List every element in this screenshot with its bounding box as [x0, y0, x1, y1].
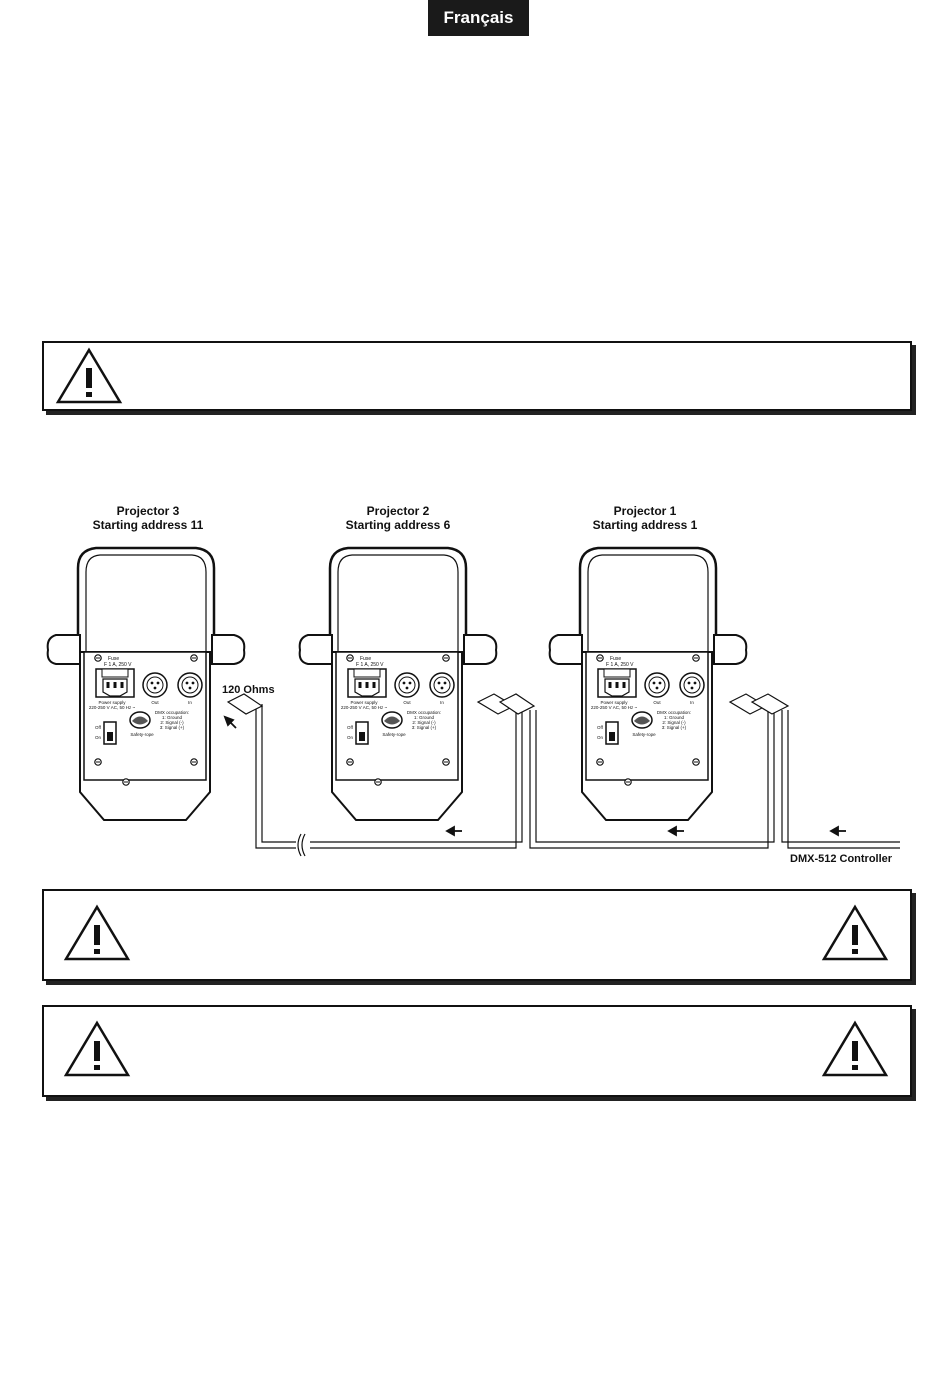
fuse-rating: F 1 A, 250 V: [104, 662, 132, 668]
dmx-pin-3: 3: Signal (+): [412, 725, 437, 730]
switch-off-label: Off: [95, 725, 102, 730]
warning-icon-left: [63, 1020, 131, 1077]
fuse-rating: F 1 A, 250 V: [606, 662, 634, 668]
power-supply-label: Power supply: [350, 700, 378, 705]
tilt-knob-left: [298, 634, 333, 665]
switch-on-label: On: [597, 735, 604, 740]
xlr-in-label: In: [188, 700, 192, 705]
dmx-pin-2: 2: Signal (-): [662, 720, 686, 725]
fuse-holder: [101, 668, 129, 678]
language-tab: Français: [428, 0, 529, 36]
warning-icon-left: [63, 904, 131, 961]
warning-box-top: [42, 341, 912, 411]
xlr-in-label: In: [690, 700, 694, 705]
dmx-pin-2: 2: Signal (-): [160, 720, 184, 725]
warning-icon: [55, 347, 123, 404]
dmx-occupation-title: DMX occupation:: [657, 710, 691, 715]
warning-icon-right: [821, 904, 889, 961]
yoke-bracket: [578, 546, 718, 652]
tilt-knob-right: [713, 634, 748, 665]
warning-box-middle: [42, 889, 912, 981]
controller-label: DMX-512 Controller: [790, 853, 893, 865]
power-rating-label: 220-250 V AC, 50 Hz ~: [89, 705, 136, 710]
dmx-pin-2: 2: Signal (-): [412, 720, 436, 725]
xlr-out-label: Out: [403, 700, 411, 705]
xlr-out-label: Out: [151, 700, 159, 705]
safety-rope-label: Safety-rope: [382, 732, 406, 737]
safety-rope-label: Safety-rope: [632, 732, 656, 737]
fuse-rating: F 1 A, 250 V: [356, 662, 384, 668]
fuse-holder: [353, 668, 381, 678]
yoke-bracket: [328, 546, 468, 652]
power-supply-label: Power supply: [600, 700, 628, 705]
power-supply-label: Power supply: [98, 700, 126, 705]
power-rating-label: 220-250 V AC, 50 Hz ~: [591, 705, 638, 710]
tilt-knob-left: [46, 634, 81, 665]
yoke-bracket: [76, 546, 216, 652]
fuse-holder: [603, 668, 631, 678]
dmx-occupation-title: DMX occupation:: [407, 710, 441, 715]
power-rating-label: 220-250 V AC, 50 Hz ~: [341, 705, 388, 710]
dmx-pin-3: 3: Signal (+): [160, 725, 185, 730]
safety-rope-label: Safety-rope: [130, 732, 154, 737]
xlr-in-label: In: [440, 700, 444, 705]
signal-arrows: [223, 715, 846, 837]
switch-off-label: Off: [597, 725, 604, 730]
xlr-out-label: Out: [653, 700, 661, 705]
tilt-knob-right: [463, 634, 498, 665]
fuse-label: Fuse: [360, 656, 371, 662]
dmx-cable-lines: [255, 704, 900, 857]
dmx-occupation-title: DMX occupation:: [155, 710, 189, 715]
switch-on-label: On: [347, 735, 354, 740]
terminator-label: 120 Ohms: [222, 684, 275, 696]
warning-box-bottom: [42, 1005, 912, 1097]
dmx-pin-1: 1: Ground: [414, 715, 435, 720]
dmx-pin-1: 1: Ground: [664, 715, 685, 720]
dmx-pin-3: 3: Signal (+): [662, 725, 687, 730]
tilt-knob-right: [211, 634, 246, 665]
fuse-label: Fuse: [610, 656, 621, 662]
warning-icon-right: [821, 1020, 889, 1077]
tilt-knob-left: [548, 634, 583, 665]
cable-plugs: [226, 693, 790, 715]
switch-off-label: Off: [347, 725, 354, 730]
dmx-pin-1: 1: Ground: [162, 715, 183, 720]
fuse-label: Fuse: [108, 656, 119, 662]
switch-on-label: On: [95, 735, 102, 740]
